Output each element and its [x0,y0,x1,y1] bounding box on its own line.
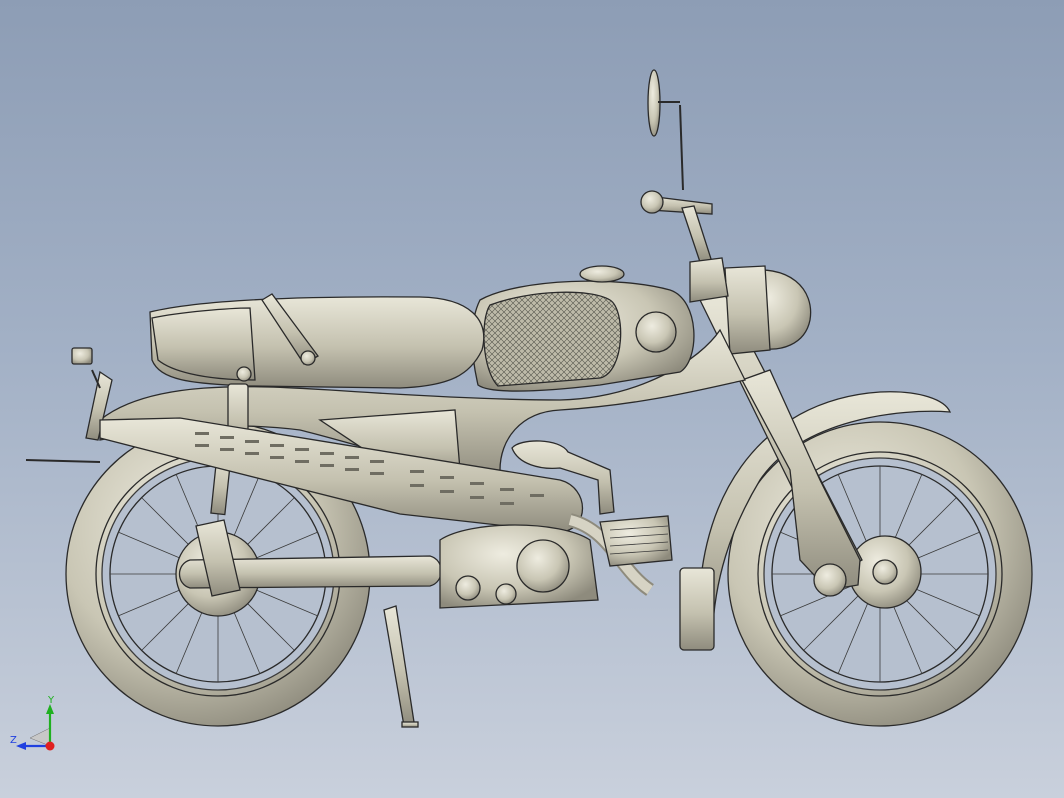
front-wheel [727,421,1033,727]
z-axis-label: Z [10,735,17,746]
kickstand [383,605,415,727]
front-fender [698,391,952,641]
seat [149,293,485,389]
x-axis-dot [45,741,55,751]
y-axis-label: Y [47,696,55,706]
mudflap [679,567,715,651]
rear-rack [25,347,113,463]
swingarm [178,555,442,589]
handlebar [640,69,729,303]
engine [439,440,673,609]
headlight [724,265,812,355]
coordinate-triad: Y Z [10,696,55,751]
fuel-tank [471,265,695,392]
frame [99,328,746,481]
